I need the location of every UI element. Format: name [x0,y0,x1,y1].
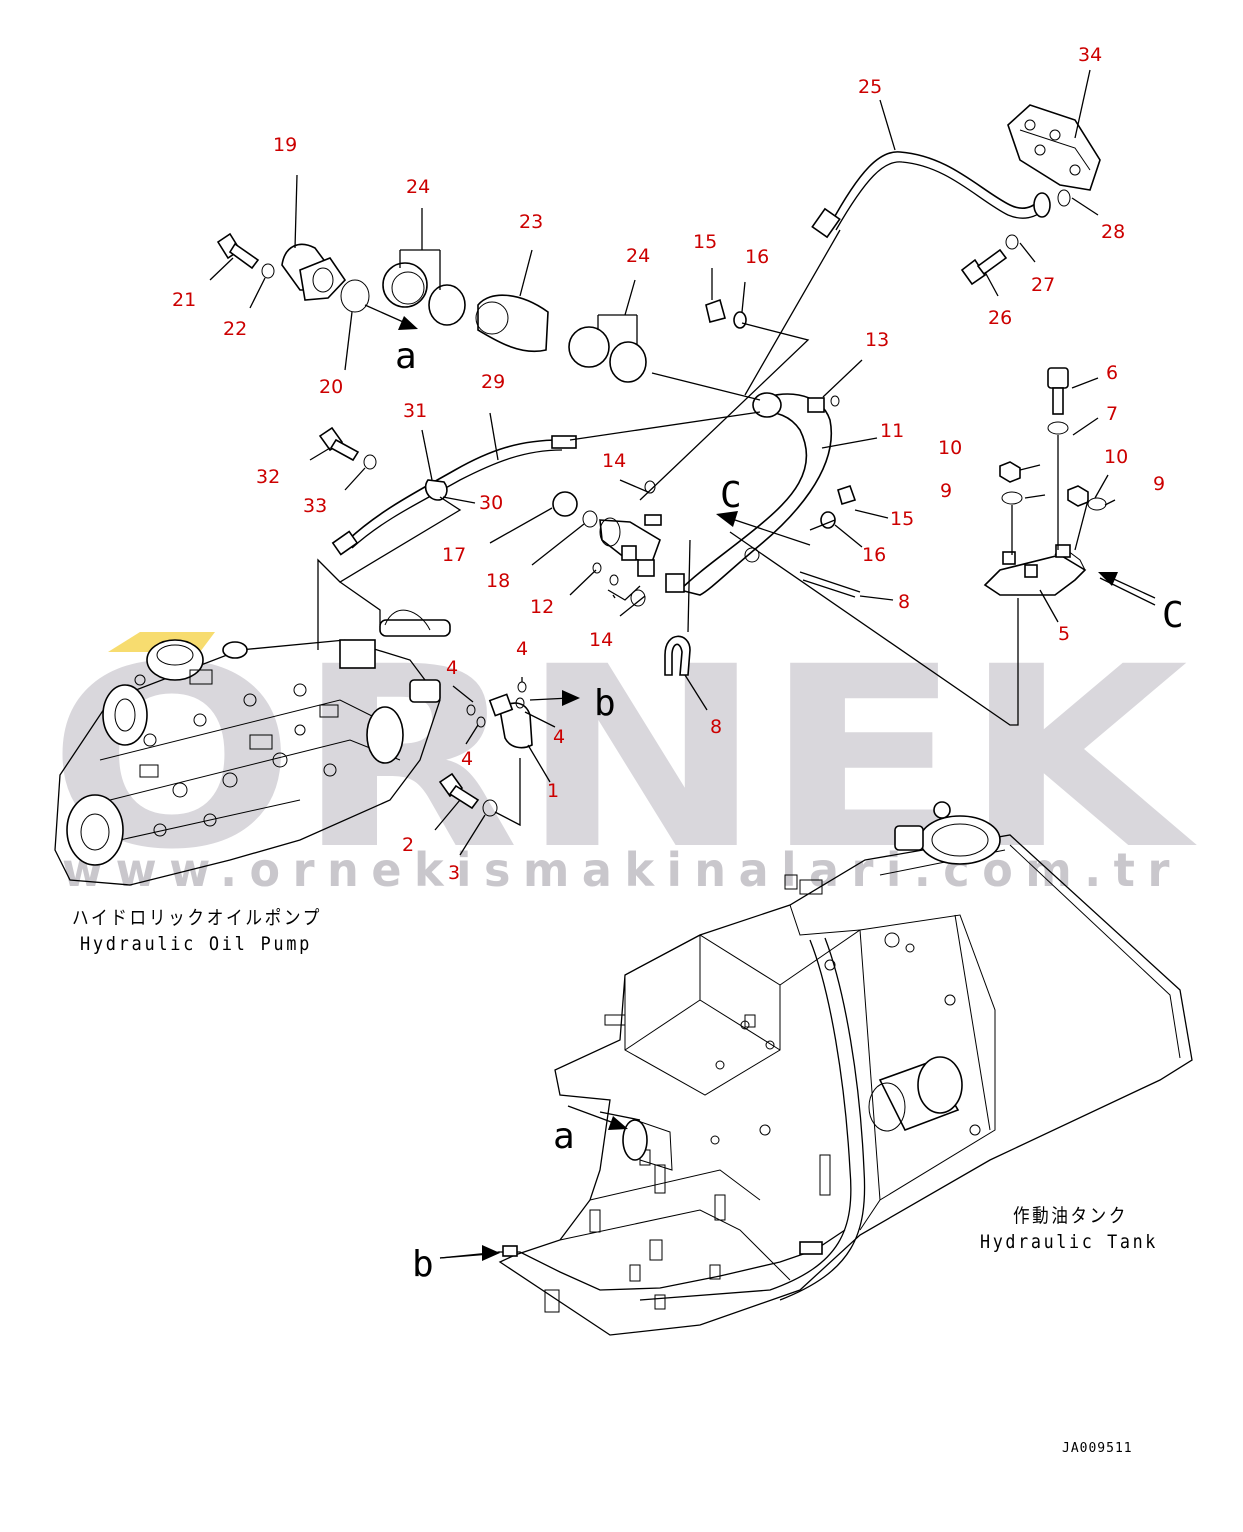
view-letters: a b C C a b [395,336,1184,1285]
callout-11: 11 [880,420,904,442]
callout-24: 24 [626,245,650,267]
leader-lines [209,69,1156,1259]
callout-24: 24 [406,176,430,198]
tank-caption-en: Hydraulic Tank [980,1231,1158,1253]
captions: ハイドロリックオイルポンプ Hydraulic Oil Pump 作動油タンク … [72,907,1158,1253]
callout-28: 28 [1101,221,1125,243]
callout-14: 14 [589,629,613,651]
callout-3: 3 [448,862,460,884]
view-letter-b-bottom: b [412,1244,434,1285]
parts [216,104,1107,817]
direction-arrows [364,304,1156,1261]
callout-32: 32 [256,466,280,488]
callout-25: 25 [858,76,882,98]
callout-30: 30 [479,492,503,514]
callout-6: 6 [1106,362,1118,384]
view-letter-c-right: C [1162,595,1184,636]
watermark-url: www.ornekismakinalari.com.tr [62,843,1182,897]
callout-14: 14 [602,450,626,472]
callout-4: 4 [516,638,528,660]
callout-2: 2 [402,834,414,856]
callout-26: 26 [988,307,1012,329]
view-letter-c-left: C [720,475,742,516]
callout-4: 4 [461,748,473,770]
hydraulic-pump-drawing [54,609,451,886]
callout-20: 20 [319,376,343,398]
document-id: JA009511 [1062,1441,1133,1456]
callout-16: 16 [745,246,769,268]
callout-13: 13 [865,329,889,351]
callout-4: 4 [553,726,565,748]
callout-numbers: 34 25 19 24 23 24 15 16 28 27 26 21 22 2… [172,44,1165,884]
callout-10: 10 [938,437,962,459]
callout-34: 34 [1078,44,1102,66]
view-letter-a-top: a [395,336,417,377]
view-letter-b-top: b [594,683,616,724]
callout-19: 19 [273,134,297,156]
callout-8: 8 [898,591,910,613]
callout-7: 7 [1106,403,1118,425]
callout-9: 9 [1153,473,1165,495]
callout-16: 16 [862,544,886,566]
callout-21: 21 [172,289,196,311]
callout-33: 33 [303,495,327,517]
callout-10: 10 [1104,446,1128,468]
callout-27: 27 [1031,274,1055,296]
callout-12: 12 [530,596,554,618]
callout-15: 15 [890,508,914,530]
callout-8: 8 [710,716,722,738]
callout-22: 22 [223,318,247,340]
tank-caption-jp: 作動油タンク [1013,1205,1128,1227]
callout-17: 17 [442,544,466,566]
callout-31: 31 [403,400,427,422]
pump-caption-jp: ハイドロリックオイルポンプ [72,907,322,929]
callout-1: 1 [547,780,559,802]
callout-29: 29 [481,371,505,393]
callout-15: 15 [693,231,717,253]
callout-18: 18 [486,570,510,592]
pump-caption-en: Hydraulic Oil Pump [80,933,312,955]
callout-4: 4 [446,657,458,679]
watermark-brand: ORNEK [48,613,1198,904]
view-letter-a-bottom: a [553,1116,575,1157]
watermark: ORNEK www.ornekismakinalari.com.tr [48,613,1198,904]
hydraulic-tank-drawing [498,801,1193,1336]
callout-9: 9 [940,480,952,502]
callout-5: 5 [1058,623,1070,645]
callout-23: 23 [519,211,543,233]
